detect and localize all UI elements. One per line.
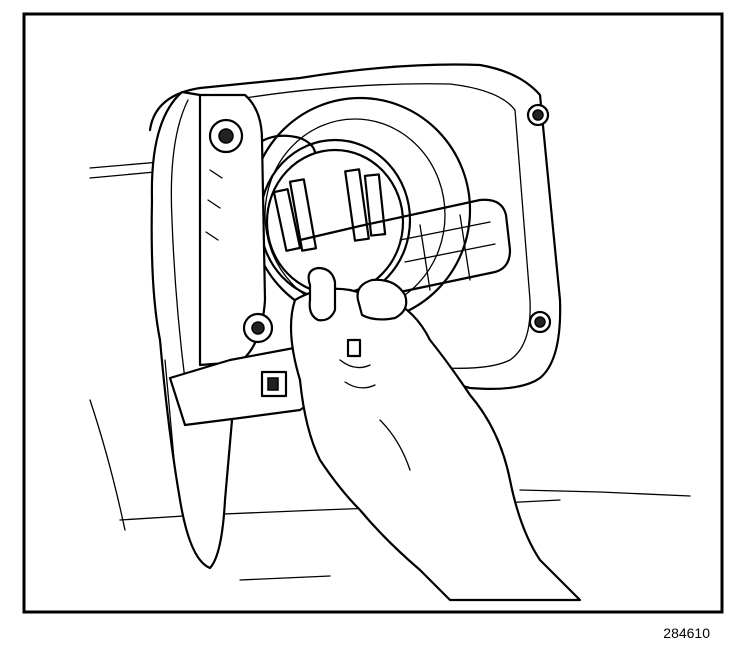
fuel-door-hinge <box>168 93 327 427</box>
fuel-cap <box>265 148 512 302</box>
filler-pocket-housing <box>148 63 562 390</box>
figure-frame <box>22 12 724 614</box>
figure-number: 284610 <box>663 625 710 641</box>
hand <box>289 266 582 602</box>
